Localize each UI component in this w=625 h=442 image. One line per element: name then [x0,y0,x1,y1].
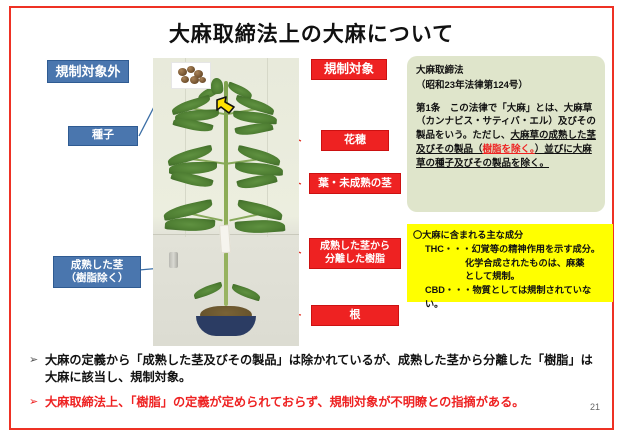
plant-stem [224,81,228,306]
label-root-text: 根 [349,308,361,321]
bullet-arrow-icon: ➢ [29,395,39,408]
label-separated-resin-line1: 成熟した茎から [320,241,390,253]
law-subtitle: （昭和23年法律第124号） [416,79,528,91]
label-mature-stem: 成熟した茎 （樹脂除く） [53,256,141,288]
label-separated-resin-line2: 分離した樹脂 [325,253,385,265]
seed-closeup-inset [171,62,211,89]
law-article-underline2: ）並びに大麻草の種子及びその製品を除く。 [416,143,592,169]
bullet-arrow-icon: ➢ [29,354,39,366]
label-unregulated-header-text: 規制対象外 [55,63,121,79]
slide-frame: 大麻取締法上の大麻について [9,6,614,430]
summary-bullets: ➢ 大麻の定義から「成熟した茎及びその製品」は除かれているが、成熟した茎から分離… [29,352,604,418]
component-info-box: 〇大麻に含まれる主な成分 THC・・・幻覚等の精神作用を示す成分。 化学合成され… [407,224,613,309]
label-mature-stem-line1: 成熟した茎 [70,259,124,272]
label-mature-stem-line2: （樹脂除く） [65,272,129,284]
label-root: 根 [311,305,399,326]
plant-tag [219,224,232,254]
label-flower-bud-text: 花穂 [344,133,366,146]
plant-pot [196,316,256,336]
label-regulated-header: 規制対象 [311,59,387,80]
label-regulated-header-text: 規制対象 [323,61,374,76]
cannabis-plant-photo [153,58,299,346]
bullet-text-1: 大麻の定義から「成熟した茎及びその製品」は除かれているが、成熟した茎から分離した… [45,353,593,385]
component-cbd-line: CBD・・・物質としては規制されていない。 [425,285,592,309]
label-flower-bud: 花穂 [321,130,389,151]
metal-can [169,252,178,268]
component-thc-line1: THC・・・幻覚等の精神作用を示す成分。 [425,243,601,254]
bullet-text-2: 大麻取締法上、「樹脂」の定義が定められておらず、規制対象が不明瞭との指摘がある。 [45,394,525,409]
label-unregulated-header: 規制対象外 [47,60,129,83]
page-title: 大麻取締法上の大麻について [168,23,455,46]
label-leaf-immature-stem-text: 葉・未成熟の茎 [318,177,392,190]
bullet-item-1: ➢ 大麻の定義から「成熟した茎及びその製品」は除かれているが、成熟した茎から分離… [29,352,604,387]
label-leaf-immature-stem: 葉・未成熟の茎 [309,173,401,194]
law-article-resin-exclusion: 樹脂を除く。 [482,143,535,155]
law-article-part1: 第1条 この法律で「大麻」とは、大麻草（カンナビス・サティバ・エル）及びその製品… [416,102,596,142]
label-separated-resin: 成熟した茎から 分離した樹脂 [309,238,401,269]
law-text-box: 大麻取締法 （昭和23年法律第124号） 第1条 この法律で「大麻」とは、大麻草… [407,56,605,212]
law-article: 第1条 この法律で「大麻」とは、大麻草（カンナビス・サティバ・エル）及びその製品… [416,102,596,171]
label-seed-text: 種子 [92,129,114,142]
page-number: 21 [589,402,600,412]
component-thc-line2: 化学合成されたものは、麻薬 [465,257,585,268]
law-title: 大麻取締法 [416,65,464,76]
component-thc-line3: として規制。 [465,271,520,282]
label-seed: 種子 [68,126,138,146]
component-heading: 〇大麻に含まれる主な成分 [413,230,524,240]
bullet-item-2: ➢ 大麻取締法上、「樹脂」の定義が定められておらず、規制対象が不明瞭との指摘があ… [29,394,604,411]
law-article-underline1: 大麻草の成熟した茎及びその製品（ [416,130,596,155]
